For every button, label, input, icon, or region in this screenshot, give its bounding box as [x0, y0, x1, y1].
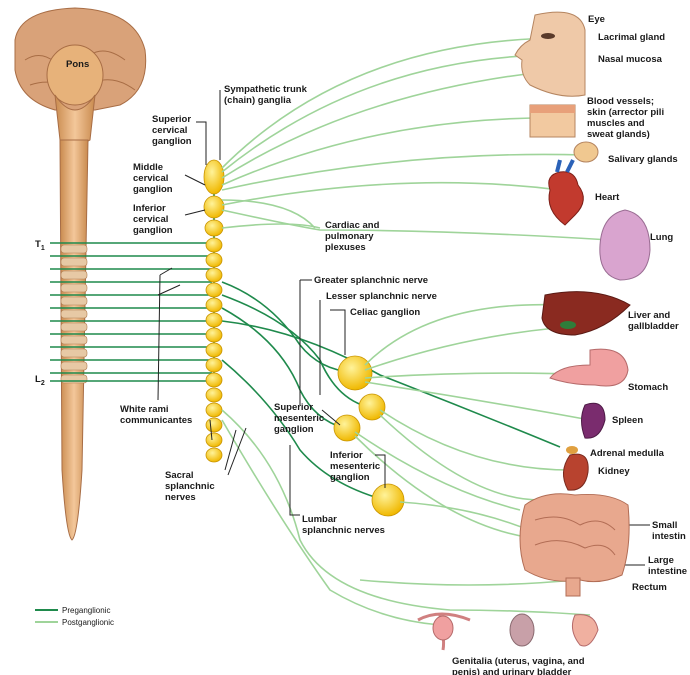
legend-postganglionic-label: Postganglionic [62, 618, 114, 627]
pons-label: Pons [66, 59, 89, 70]
greater-splanchnic-label: Greater splanchnic nerve [314, 275, 428, 286]
white-rami-label: White rami communicantes [120, 404, 192, 426]
lung-label: Lung [650, 232, 673, 243]
salivary-glands-label: Salivary glands [608, 154, 678, 165]
heart-label: Heart [595, 192, 620, 203]
adrenal-medulla-label: Adrenal medulla [590, 448, 665, 459]
superior-mesenteric-label: Superior mesenteric ganglion [274, 402, 327, 435]
liver-illustration [542, 292, 630, 335]
spinal-cord [60, 140, 88, 540]
middle-cervical-label: Middle cervical ganglion [133, 162, 173, 195]
preganglionic-fibers [50, 165, 560, 500]
sacral-splanchnic-label: Sacral splanchnic nerves [165, 470, 217, 503]
heart-illustration [549, 160, 584, 225]
liver-label: Liver and gallbladder [628, 310, 679, 332]
inferior-cervical-label: Inferior cervical ganglion [133, 203, 173, 236]
lesser-splanchnic-label: Lesser splanchnic nerve [326, 291, 437, 302]
legend: Preganglionic Postganglionic [35, 606, 114, 627]
cardiac-plexuses-label: Cardiac and pulmonary plexuses [325, 220, 382, 253]
salivary-illustration [574, 142, 598, 162]
lung-illustration [600, 210, 650, 280]
stomach-illustration [550, 349, 628, 386]
lumbar-splanchnic-label: Lumbar splanchnic nerves [302, 514, 385, 536]
small-intestine-label: Small intestin [652, 520, 686, 542]
sympathetic-trunk-ganglia [204, 160, 224, 462]
brain-illustration [15, 8, 146, 145]
legend-preganglionic-label: Preganglionic [62, 606, 110, 615]
lacrimal-gland-label: Lacrimal gland [598, 32, 665, 43]
spleen-illustration [582, 403, 606, 438]
eye-label: Eye [588, 14, 605, 25]
genitalia-label: Genitalia (uterus, vagina, and penis) an… [452, 656, 587, 675]
spleen-label: Spleen [612, 415, 643, 426]
stomach-label: Stomach [628, 382, 668, 393]
t1-marker: T1 [35, 239, 45, 252]
face-illustration [515, 12, 585, 96]
l2-marker: L2 [35, 374, 45, 387]
skin-block-illustration [530, 105, 575, 137]
superior-cervical-label: Superior cervical ganglion [152, 114, 194, 147]
celiac-ganglion-label: Celiac ganglion [350, 307, 420, 318]
kidney-label: Kidney [598, 466, 630, 477]
intestines-illustration [520, 494, 629, 596]
large-intestine-label: Large intestine [648, 555, 687, 577]
sympathetic-trunk-label: Sympathetic trunk (chain) ganglia [224, 84, 310, 106]
kidney-illustration [563, 446, 588, 490]
rectum-label: Rectum [632, 582, 667, 593]
nasal-mucosa-label: Nasal mucosa [598, 54, 663, 65]
genitalia-illustration [418, 614, 598, 650]
blood-vessels-label: Blood vessels; skin (arrector pili muscl… [587, 96, 667, 140]
